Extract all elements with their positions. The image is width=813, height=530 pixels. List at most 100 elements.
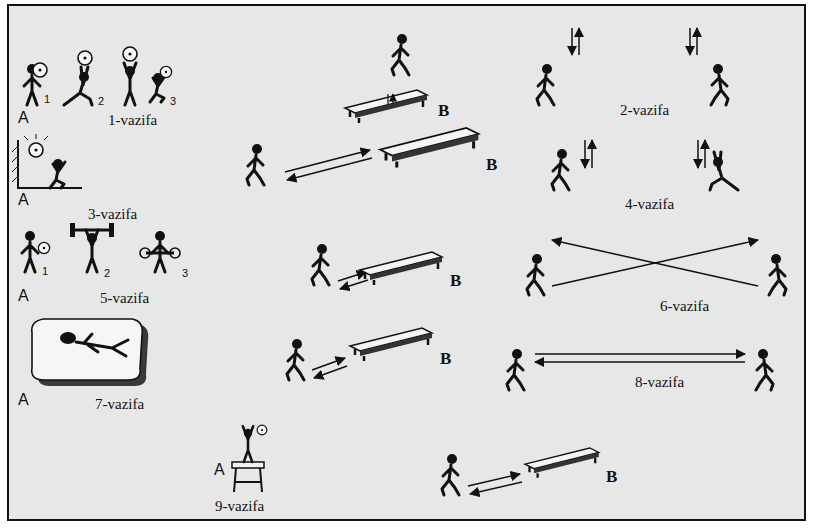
point-letter-holder: B	[450, 272, 461, 289]
ball	[160, 66, 171, 77]
athlete-figure	[552, 149, 569, 190]
point-letter-holder: A	[18, 392, 29, 408]
arrow	[704, 140, 706, 168]
stool-legs	[234, 468, 262, 492]
athlete-figure	[22, 231, 38, 272]
dumbbell-weight	[140, 248, 150, 258]
athlete-figure	[243, 426, 253, 462]
task-label-holder: 2-vazifa	[620, 102, 669, 118]
ball	[78, 51, 92, 65]
athlete-figure	[507, 349, 524, 390]
task-label: 2-vazifa	[620, 102, 669, 118]
point-letter-holder: B	[606, 468, 617, 485]
bench	[360, 252, 442, 285]
step-number-holder: 3	[182, 264, 188, 280]
step-number: 2	[104, 267, 110, 279]
dumbbell-weight	[170, 248, 180, 258]
arrow	[470, 482, 522, 494]
point-letter: B	[440, 349, 451, 368]
runner-figure	[287, 339, 304, 380]
barbell	[70, 229, 114, 232]
arrow	[285, 150, 370, 172]
mat	[32, 319, 143, 380]
runner-figure	[247, 144, 264, 185]
point-letter: B	[486, 155, 497, 174]
task-label-holder: 7-vazifa	[95, 396, 144, 412]
step-number: 1	[44, 93, 50, 105]
task-label-holder: 9-vazifa	[215, 498, 264, 514]
task-label-holder: 4-vazifa	[625, 196, 674, 212]
arrow	[535, 361, 745, 363]
athlete-figure	[537, 64, 554, 105]
step-number: 2	[98, 95, 104, 107]
point-letter-holder: B	[438, 102, 449, 119]
runner-figure	[442, 454, 459, 495]
point-letter: A	[18, 109, 29, 126]
wall	[18, 140, 82, 188]
ball	[38, 242, 49, 253]
step-number-holder: 1	[44, 90, 50, 106]
arrow	[314, 366, 347, 378]
ball	[123, 47, 137, 61]
task-label-holder: 8-vazifa	[635, 374, 684, 390]
task-label-holder: 5-vazifa	[100, 290, 149, 306]
point-letter: A	[18, 191, 29, 208]
task-label-holder: 1-vazifa	[108, 112, 157, 128]
arrow	[591, 140, 593, 168]
point-letter-holder: A	[18, 110, 29, 126]
athlete-figure	[527, 254, 544, 295]
arrow	[584, 140, 586, 168]
arrow	[689, 28, 691, 55]
point-letter: A	[18, 391, 29, 408]
task-label-holder: 6-vazifa	[660, 298, 709, 314]
wall-hatch	[12, 146, 18, 182]
frame	[8, 5, 805, 520]
stool-seat	[232, 462, 264, 468]
arrow	[340, 280, 368, 289]
lying-figure	[76, 334, 128, 356]
step-number: 3	[170, 95, 176, 107]
arrow	[552, 240, 758, 286]
step-number-holder: 2	[98, 92, 104, 108]
double-arrow	[388, 94, 393, 104]
runner-figure	[312, 244, 329, 285]
arrow	[578, 28, 580, 55]
task-label: 5-vazifa	[100, 290, 149, 306]
bench	[350, 328, 432, 361]
impact-rays	[24, 134, 48, 140]
step-number-holder: 3	[170, 92, 176, 108]
barbell-plate	[109, 223, 114, 237]
bench	[380, 128, 478, 168]
athlete-figure	[710, 152, 738, 190]
ball	[33, 63, 47, 77]
point-letter: B	[438, 101, 449, 120]
ball	[257, 425, 267, 435]
point-letter: A	[18, 287, 29, 304]
arrow	[552, 240, 758, 286]
point-letter-holder: B	[440, 350, 451, 367]
ball	[29, 143, 43, 157]
point-letter-holder: A	[214, 462, 225, 478]
athlete-figure	[50, 159, 65, 188]
step-number: 3	[182, 267, 188, 279]
task-label: 4-vazifa	[625, 196, 674, 212]
task-label: 9-vazifa	[215, 498, 264, 514]
task-label: 7-vazifa	[95, 396, 144, 412]
athlete-figure	[756, 349, 773, 390]
athlete-figure	[711, 64, 728, 105]
task-label: 1-vazifa	[108, 112, 157, 128]
athlete-figure	[150, 73, 165, 102]
point-letter-holder: A	[18, 192, 29, 208]
task-label: 6-vazifa	[660, 298, 709, 314]
athlete-figure	[769, 254, 786, 295]
athlete-figure	[86, 230, 98, 272]
point-letter: A	[214, 461, 225, 478]
runner-figure	[392, 34, 409, 75]
point-letter-holder: B	[486, 156, 497, 173]
task-label: 3-vazifa	[88, 206, 137, 222]
arrow	[287, 158, 372, 180]
task-label: 8-vazifa	[635, 374, 684, 390]
step-number: 1	[42, 265, 48, 277]
